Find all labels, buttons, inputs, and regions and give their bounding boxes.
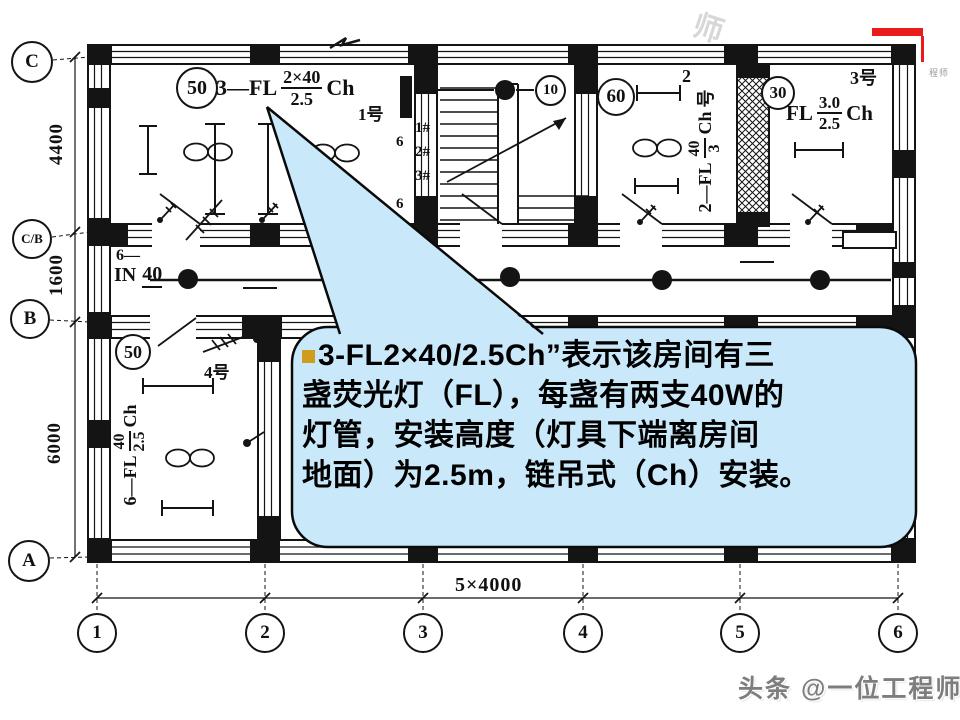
mount-height: 2.5	[290, 89, 314, 109]
room2-number-circle: 60	[597, 78, 635, 116]
stair-number-circle: 10	[535, 75, 566, 106]
axis-col-2: 2	[245, 613, 285, 653]
lamp-wattage: 3.0	[818, 93, 841, 112]
axis-label: 5	[735, 622, 745, 643]
lamp-wattage: 2×40	[283, 67, 321, 87]
mount-height: 2.5	[818, 114, 841, 133]
callout-line-1: 3-FL2×40/2.5Ch”表示该房间有三	[302, 336, 912, 376]
fixture-code: 6—FL	[119, 455, 140, 506]
axis-col-1: 1	[77, 613, 117, 653]
axis-row-CB: C/B	[12, 219, 52, 259]
axis-label: C/B	[21, 231, 43, 246]
axis-row-B: B	[10, 299, 50, 339]
axis-col-5: 5	[720, 613, 760, 653]
lamp-wattage: 40	[111, 433, 128, 450]
lamp-wattage: 40	[686, 140, 703, 157]
room-number: 60	[606, 86, 626, 107]
mount-type: Ch	[119, 404, 140, 428]
stair-six-bottom: 6	[396, 196, 404, 212]
circuit-number: 40	[142, 263, 163, 288]
room1-number-circle: 50	[176, 67, 218, 109]
callout-line-2: 盏荧光灯（FL），每盏有两支40W的	[302, 379, 785, 412]
axis-label: C	[25, 51, 39, 72]
fixture-code: 2—FL	[694, 162, 715, 213]
callout-explanation: 3-FL2×40/2.5Ch”表示该房间有三 盏荧光灯（FL），每盏有两支40W…	[302, 336, 912, 496]
fixture-code: FL	[786, 100, 813, 125]
axis-label: 1	[92, 622, 102, 643]
logo-caption: 程师	[929, 68, 950, 78]
circuit-code: IN	[114, 264, 137, 286]
axis-row-A: A	[8, 540, 50, 582]
callout-bubble	[265, 106, 918, 549]
room3-number-circle: 30	[761, 76, 795, 110]
room-number: 50	[124, 341, 142, 362]
callout-line-3: 灯管，安装高度（灯具下端离房间	[302, 419, 760, 452]
room1-tag: 1号	[358, 105, 384, 124]
mount-height: 3	[706, 144, 723, 153]
axis-row-C: C	[11, 41, 53, 83]
room2-tag: 2	[682, 66, 691, 86]
dim-4400: 4400	[46, 123, 67, 165]
mount-height: 2.5	[131, 431, 148, 452]
axis-label: 4	[578, 622, 588, 643]
switch-symbols	[156, 202, 825, 226]
mount-type: Ch	[326, 75, 355, 100]
axis-col-3: 3	[403, 613, 443, 653]
corridor-lights	[178, 267, 830, 290]
callout-line-4: 地面）为2.5m，链吊式（Ch）安装。	[302, 459, 810, 492]
bullet-square-icon	[302, 350, 315, 363]
logo-red-stem	[921, 36, 924, 62]
mount-type: Ch	[846, 100, 873, 125]
room-number: 30	[769, 83, 787, 102]
room2-tag-suffix: 号	[696, 89, 716, 108]
corridor-circuit-annotation: IN 40	[114, 263, 163, 288]
axis-label: 2	[260, 622, 270, 643]
room4-tag: 4号	[204, 363, 230, 382]
staircase	[440, 83, 588, 224]
axis-col-6: 6	[878, 613, 918, 653]
axis-label: 6	[893, 622, 903, 643]
room3-tag: 3号	[850, 68, 877, 88]
corridor-circuit-prefix: 6—	[116, 247, 140, 264]
dim-6000: 6000	[44, 422, 65, 464]
logo-red-bar	[872, 28, 923, 36]
room3-lighting-annotation: FL 3.0 2.5 Ch	[786, 94, 873, 132]
dim-5x4000: 5×4000	[455, 574, 523, 596]
room-number: 50	[187, 76, 207, 99]
mount-type: Ch	[694, 111, 715, 135]
footer-credit: 头条 @一位工程师	[738, 675, 960, 703]
fixture-code: 3—FL	[216, 75, 278, 100]
axis-col-4: 4	[563, 613, 603, 653]
dimension-lines	[49, 51, 904, 612]
axis-label: B	[23, 308, 37, 329]
axis-label: A	[22, 550, 36, 571]
axis-label: 3	[418, 622, 428, 643]
stair-wire-3: 3#	[415, 168, 430, 184]
dim-1600: 1600	[46, 254, 67, 296]
walls	[87, 44, 916, 563]
stair-wire-2: 2#	[415, 144, 430, 160]
stair-wire-1: 1#	[415, 120, 430, 136]
room-number: 10	[543, 82, 558, 98]
room4-number-circle: 50	[115, 334, 151, 370]
stair-six-top: 6	[396, 134, 404, 150]
